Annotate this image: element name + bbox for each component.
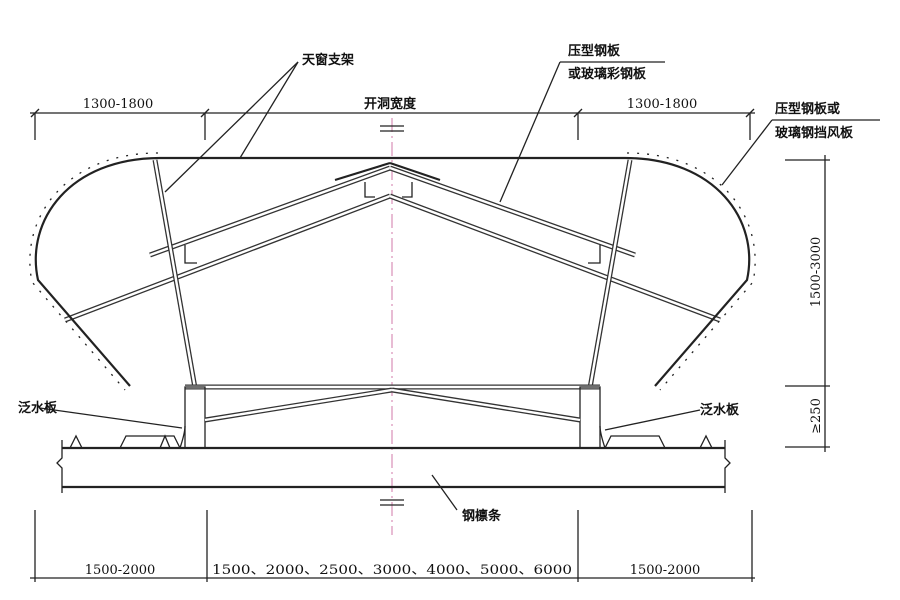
label-steel-purlin: 钢檩条 — [462, 508, 502, 524]
wind-panel-right — [624, 152, 756, 391]
break-mark-bottom — [380, 499, 404, 506]
label-roof-panel-1: 压型钢板 — [568, 43, 621, 59]
dim-bottom-left: 1500-2000 — [85, 563, 156, 578]
top-dimension-line — [30, 108, 755, 140]
label-roof-panel-2: 或玻璃彩钢板 — [568, 66, 647, 82]
dim-bottom-right: 1500-2000 — [630, 563, 701, 578]
break-mark-top — [380, 125, 404, 132]
label-flashing-left: 泛水板 — [18, 400, 58, 416]
roof-sheet — [62, 425, 725, 450]
upper-rafters — [149, 161, 636, 264]
wind-panel-left — [29, 152, 161, 391]
right-dimension-line — [785, 155, 830, 452]
dim-bottom-center: 1500、2000、2500、3000、4000、5000、6000 — [212, 563, 572, 578]
label-wind-panel-2: 玻璃钢挡风板 — [775, 125, 854, 141]
dim-top-left: 1300-1800 — [83, 97, 154, 112]
bottom-dimension-line — [30, 510, 755, 582]
lower-rafters — [64, 193, 721, 323]
base-frame — [184, 384, 601, 449]
label-flashing-right: 泛水板 — [700, 402, 740, 418]
label-skylight-bracket: 天窗支架 — [302, 52, 354, 68]
label-wind-panel-1: 压型钢板或 — [775, 101, 840, 117]
steel-purlin — [56, 440, 731, 493]
dim-top-center: 开洞宽度 — [364, 96, 417, 112]
dim-right-height: 1500-3000 — [809, 237, 824, 308]
skylight-posts — [152, 159, 633, 389]
dim-right-curb: ≥250 — [809, 398, 824, 434]
leader-lines — [39, 61, 880, 511]
dim-top-right: 1300-1800 — [627, 97, 698, 112]
